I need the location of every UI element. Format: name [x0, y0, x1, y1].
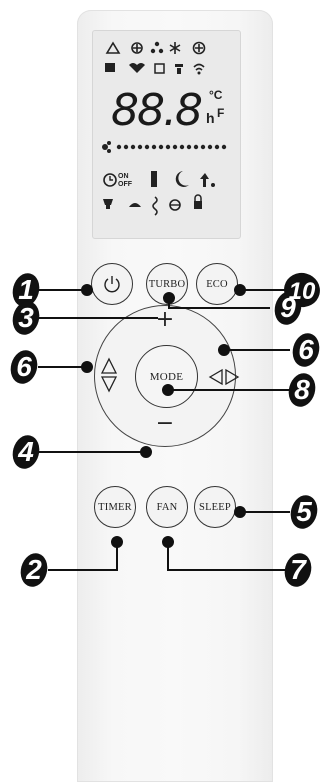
callout-3: 3: [8, 300, 44, 336]
fan-speed-dot: [172, 144, 178, 150]
heat-mode-icon: [192, 41, 206, 55]
turbo-button[interactable]: TURBO: [146, 263, 188, 305]
lcd-unit-f: F: [217, 106, 224, 120]
fan-button[interactable]: FAN: [146, 486, 188, 528]
power-icon: [104, 276, 120, 293]
vertical-swing-button[interactable]: [100, 357, 118, 393]
eco-button[interactable]: ECO: [196, 263, 238, 305]
callout-1: 1: [8, 272, 44, 308]
lcd-unit-h: h: [206, 110, 215, 126]
sleep-label: SLEEP: [199, 501, 231, 513]
heater-icon: [103, 199, 113, 209]
filter-icon: [154, 63, 165, 74]
fan-speed-dot: [130, 144, 136, 150]
fan-label: FAN: [156, 501, 178, 513]
lcd-row3-icons: ON OFF: [103, 171, 215, 188]
callout-5: 5: [286, 494, 322, 530]
wifi-icon: [193, 63, 205, 71]
power-button[interactable]: [91, 263, 133, 305]
callout-7: 7: [280, 552, 316, 588]
fan-speed-bar: [102, 141, 227, 153]
lcd-unit-c: °C: [209, 88, 223, 102]
lock-icon: [194, 201, 202, 209]
callout-6-right: 6: [288, 332, 324, 368]
auto-mode-icon: [105, 63, 115, 72]
callout-2: 2: [16, 552, 52, 588]
fan-speed-dot: [165, 144, 171, 150]
lcd-row4-icons: [103, 194, 202, 216]
mode-button[interactable]: MODE: [135, 345, 198, 408]
lcd-row1-icons: [105, 41, 206, 55]
sleep-moon-icon: [175, 171, 189, 187]
lcd-row2-icons: [105, 63, 205, 75]
person-icon: [200, 173, 209, 187]
temp-up-button[interactable]: +: [155, 307, 175, 332]
fan-speed-dot: [144, 144, 150, 150]
lcd-temp-digits: 88.8: [111, 85, 202, 136]
fan-speed-dot: [151, 144, 157, 150]
fan-speed-dot: [116, 144, 122, 150]
timer-button[interactable]: TIMER: [94, 486, 136, 528]
callout-10: 10: [282, 272, 322, 308]
horizontal-swing-button[interactable]: [208, 368, 240, 386]
turbo-label: TURBO: [148, 278, 186, 290]
quiet-icon: [129, 203, 141, 207]
snow-icon: [169, 42, 181, 54]
horizontal-swing-icon: [208, 368, 240, 386]
clock-icon: [103, 173, 117, 187]
callout-9: 9: [270, 290, 306, 326]
fan-speed-dot: [137, 144, 143, 150]
fan-speed-dot: [186, 144, 192, 150]
ion-icon: [175, 64, 183, 74]
fan-speed-dot: [207, 144, 213, 150]
fan-speed-dot: [158, 144, 164, 150]
callout-8: 8: [284, 372, 320, 408]
lcd-timer-off: OFF: [118, 181, 133, 188]
health-icon: [129, 63, 145, 73]
fan-speed-dot: [193, 144, 199, 150]
fan-speed-dot: [214, 144, 220, 150]
vertical-swing-icon: [100, 357, 118, 393]
lcd-timer-on: ON: [118, 173, 129, 180]
fan-speed-dot: [221, 144, 227, 150]
cool-mode-icon: [105, 41, 121, 54]
temp-down-button[interactable]: −: [155, 411, 175, 436]
dry-mode-icon: [131, 42, 143, 54]
lcd-display: 88.8 °C h F ON OFF: [92, 30, 241, 239]
fan-speed-dot: [200, 144, 206, 150]
battery-icon: [151, 171, 157, 187]
eco-label: ECO: [206, 278, 228, 290]
fan-speed-dot: [179, 144, 185, 150]
fan-mode-icon: [150, 41, 164, 54]
callout-6-left: 6: [6, 349, 42, 385]
timer-label: TIMER: [98, 501, 132, 513]
callout-4: 4: [8, 434, 44, 470]
fan-speed-dot: [123, 144, 129, 150]
mode-label: MODE: [149, 370, 184, 383]
sleep-button[interactable]: SLEEP: [194, 486, 236, 528]
swing-icon: [152, 196, 158, 216]
